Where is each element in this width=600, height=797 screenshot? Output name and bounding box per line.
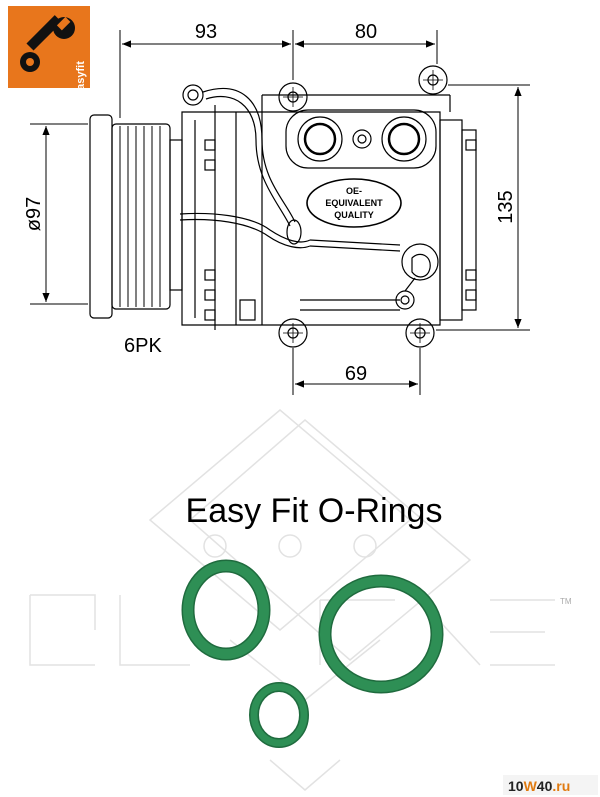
pulley	[89, 114, 183, 319]
badge-line-2: EQUIVALENT	[325, 198, 383, 208]
source-prefix: 10	[508, 778, 524, 794]
dim-97-label: ø97	[23, 197, 45, 231]
dimension-69	[292, 348, 421, 395]
port-block	[285, 109, 437, 169]
brand-watermark	[29, 409, 555, 791]
dimension-135	[436, 84, 530, 331]
source-badge: 10W40.ru	[503, 775, 598, 795]
dim-80-label: 80	[355, 21, 377, 43]
o-ring-small	[249, 682, 309, 748]
dimension-80	[295, 30, 438, 64]
source-suffix: 40	[537, 778, 553, 794]
dimension-97	[30, 123, 88, 305]
easyfit-logo: easyfit	[8, 6, 90, 96]
badge-line-3: QUALITY	[334, 210, 374, 220]
mount-hole-bottom-left	[278, 318, 308, 348]
page-title: Easy Fit O-Rings	[186, 492, 443, 530]
dim-135-label: 135	[495, 190, 517, 223]
oe-quality-badge	[306, 178, 402, 228]
o-ring-medium	[181, 559, 271, 661]
o-ring-large	[318, 574, 444, 694]
source-tld: .ru	[552, 778, 570, 794]
compressor-body	[181, 94, 477, 330]
pressure-switch	[395, 243, 439, 310]
dim-69-label: 69	[345, 363, 367, 385]
badge-line-1: OE-	[346, 186, 362, 196]
logo-text: easyfit	[75, 61, 87, 96]
source-mid: W	[524, 778, 538, 794]
svg-text:10W40.ru: 10W40.ru	[508, 778, 570, 794]
mount-hole-bottom-right	[405, 318, 435, 348]
compressor-drawing	[30, 30, 530, 395]
dimension-93	[119, 30, 294, 118]
belt-label: 6PK	[124, 335, 162, 357]
mount-hole-top-right	[418, 65, 448, 95]
dim-93-label: 93	[195, 21, 217, 43]
clutch-wire	[179, 84, 401, 252]
trademark-mark: TM	[560, 597, 572, 606]
mount-hole-top-left	[278, 82, 308, 112]
